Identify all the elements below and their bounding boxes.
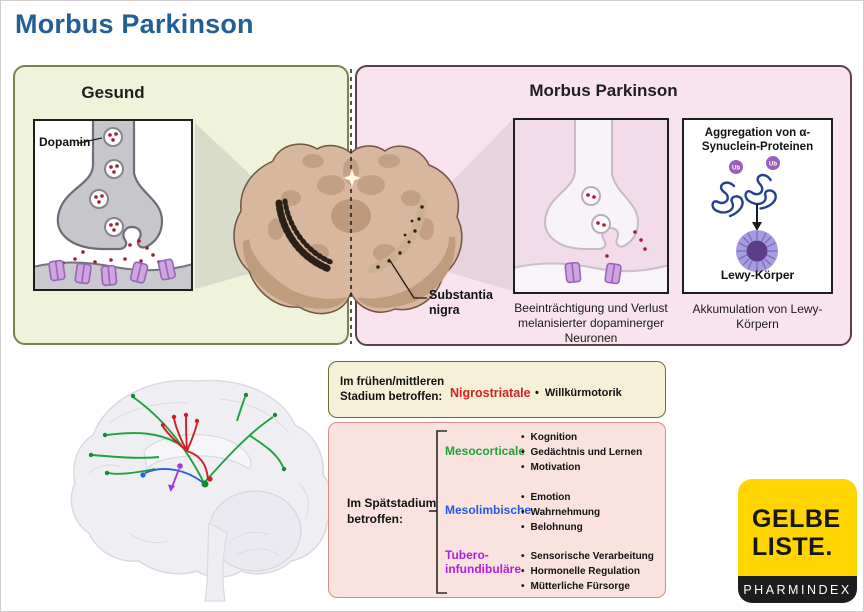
dopamine-vesicles (89, 127, 124, 237)
neuron-loss-caption: Beeinträchtigung und Verlust melanisiert… (514, 301, 668, 345)
parkinson-synapse-illustration (512, 116, 670, 295)
mesolimbic-endpoint (140, 472, 146, 478)
logo-black-bar: PHARMINDEX (738, 576, 857, 603)
healthy-synapse-illustration (32, 116, 194, 292)
gyri-lines (88, 398, 309, 556)
depleted-dopamine-molecules (586, 193, 647, 258)
pathway-mesolimbic: Mesolimbische (445, 503, 532, 517)
parkinson-synapse-box (512, 116, 670, 295)
nigrostriatal-pathway (162, 416, 209, 481)
arrow-down-icon (752, 204, 762, 231)
effect-item: Gedächtnis und Lernen (521, 445, 643, 460)
corpus-callosum (143, 434, 252, 471)
mesolimbic-pathway (144, 468, 207, 486)
effect-item: Mütterliche Fürsorge (521, 579, 654, 594)
healthy-synapse-box: Dopamin (32, 116, 194, 292)
effect-item: Hormonelle Regulation (521, 564, 654, 579)
ubiquitin-tags: Ub Ub (729, 156, 780, 174)
parkinson-panel-title: Morbus Parkinson (529, 81, 678, 100)
late-stage-box: Im Spätstadium betroffen: Mesocorticale … (328, 422, 666, 598)
brainstem (204, 522, 228, 602)
dopamin-pointer-line (78, 137, 103, 144)
alpha-synuclein-proteins (711, 173, 777, 218)
logo-subtitle: PHARMINDEX (743, 582, 852, 597)
aggregation-title: Aggregation von α-Synuclein-Proteinen (701, 127, 814, 153)
pathway-mesocortical: Mesocorticale (445, 444, 526, 458)
lewy-body-label: Lewy-Körper (720, 268, 795, 282)
effect-item: Belohnung (521, 520, 600, 535)
mesolimbic-effects: Emotion Wahrnehmung Belohnung (521, 490, 601, 535)
effect-item: Emotion (521, 490, 600, 505)
effect-item: Wahrnehmung (521, 505, 601, 520)
svg-text:Ub: Ub (732, 166, 740, 172)
tuberoinfundibular-effects: Sensorische Verarbeitung Hormonelle Regu… (521, 549, 654, 594)
depleted-receptors (564, 261, 622, 285)
effect-item: Sensorische Verarbeitung (521, 549, 654, 564)
early-stage-box: Im frühen/mittleren Stadium betroffen: N… (328, 361, 666, 418)
early-stage-pathway: Nigrostriatale (450, 386, 531, 400)
lewy-body-box: Aggregation von α-Synuclein-Proteinen Ub… (682, 118, 833, 294)
effect-item: Kognition (521, 430, 642, 445)
logo-line2: LISTE. (752, 533, 833, 561)
substantia-nigra-label: Substantia nigra (429, 288, 493, 317)
page-title: Morbus Parkinson (15, 9, 254, 39)
lewy-accumulation-caption: Akkumulation von Lewy-Körpern (692, 302, 823, 331)
dopamine-receptors (48, 258, 176, 287)
lewy-body-illustration (736, 230, 778, 272)
mesocortical-effects: Kognition Gedächtnis und Lernen Motivati… (521, 430, 643, 475)
nigrostriatal-endpoints (160, 412, 213, 482)
dopamine-molecules (61, 132, 167, 269)
brain-pathways-illustration (70, 379, 333, 602)
late-stage-label: Im Spätstadium betroffen: (347, 496, 437, 526)
logo-line1: GELBE (752, 505, 841, 533)
early-stage-effect: Willkürmotorik (535, 387, 622, 399)
svg-text:Ub: Ub (769, 162, 777, 168)
gelbe-liste-logo: GELBE LISTE. PHARMINDEX (738, 479, 857, 603)
logo-yellow-panel: GELBE LISTE. (738, 479, 857, 576)
pathway-tuberoinfundibular: Tubero-infundibuläre (445, 548, 521, 576)
pathway-origin-dot (201, 480, 209, 488)
healthy-panel-title: Gesund (81, 83, 145, 102)
effect-item: Motivation (521, 460, 642, 475)
bracket (429, 430, 447, 594)
early-stage-label: Im frühen/mittleren Stadium betroffen: (340, 376, 445, 403)
mesocortical-endpoints (88, 392, 287, 476)
dopamin-label: Dopamin (39, 135, 91, 149)
tuberoinfundibular-pathway (168, 463, 183, 492)
mesocortical-pathway (92, 396, 284, 484)
protein-aggregation-illustration: Ub Ub (711, 156, 780, 272)
